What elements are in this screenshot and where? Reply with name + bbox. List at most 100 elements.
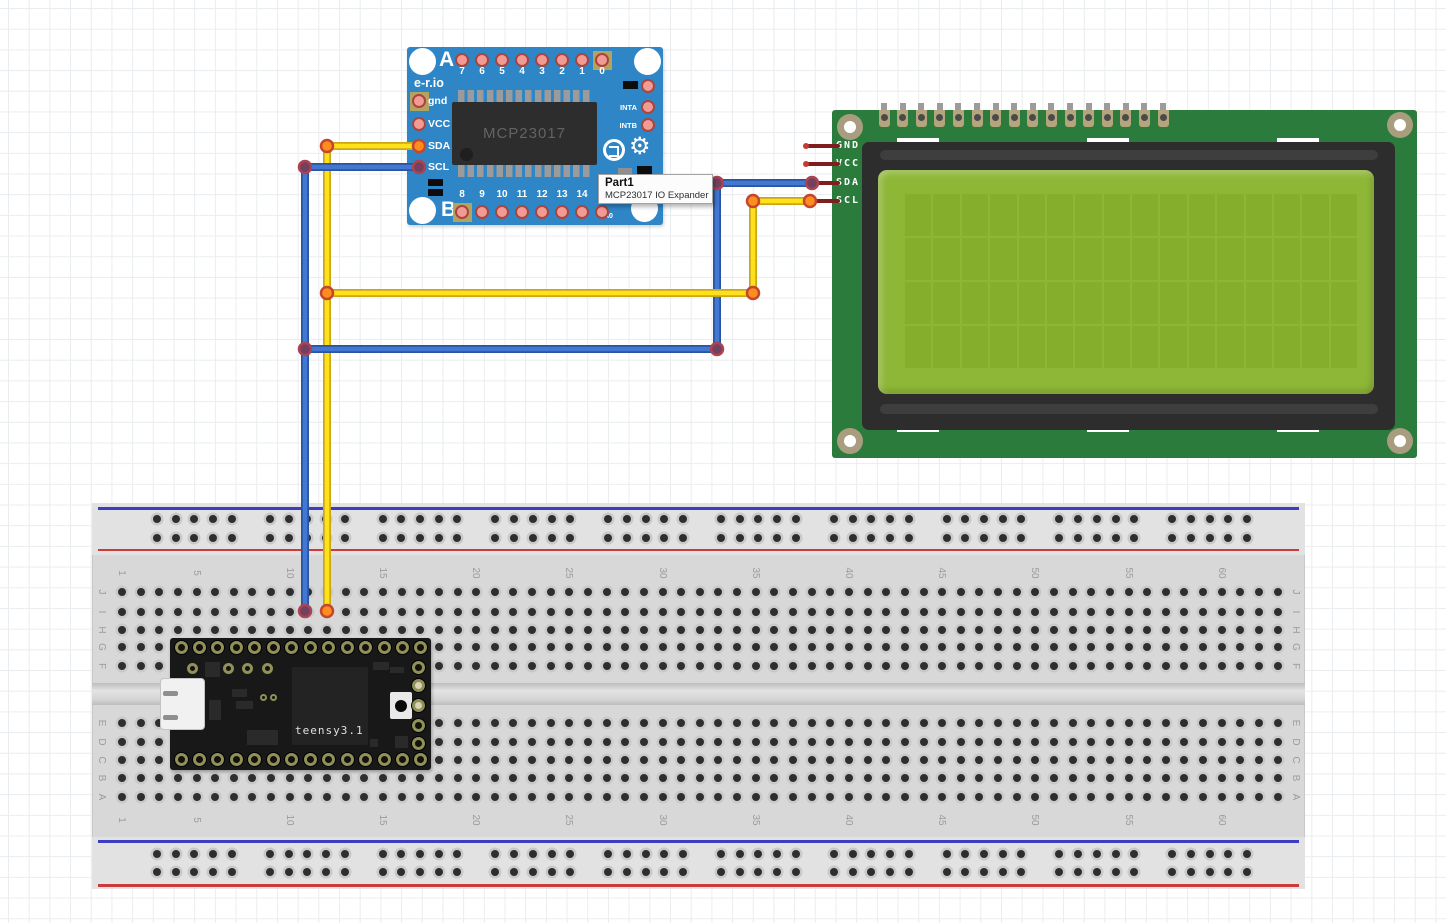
breadboard-hole[interactable] xyxy=(994,626,1003,634)
breadboard-hole[interactable] xyxy=(900,643,909,651)
breadboard-hole[interactable] xyxy=(323,626,332,634)
rail-hole[interactable] xyxy=(641,850,650,858)
breadboard-hole[interactable] xyxy=(1180,719,1189,727)
rail-hole[interactable] xyxy=(604,534,613,542)
breadboard-hole[interactable] xyxy=(472,756,481,764)
breadboard-hole[interactable] xyxy=(192,588,201,596)
breadboard-hole[interactable] xyxy=(900,756,909,764)
breadboard-hole[interactable] xyxy=(453,719,462,727)
breadboard-hole[interactable] xyxy=(602,719,611,727)
rail-hole[interactable] xyxy=(265,515,274,523)
rail-hole[interactable] xyxy=(791,534,800,542)
rail-hole[interactable] xyxy=(848,850,857,858)
breadboard-hole[interactable] xyxy=(323,793,332,801)
breadboard-hole[interactable] xyxy=(956,774,965,782)
mcp-pin-a3[interactable] xyxy=(535,53,549,67)
rail-hole[interactable] xyxy=(1074,515,1083,523)
rail-hole[interactable] xyxy=(1224,850,1233,858)
breadboard-hole[interactable] xyxy=(173,626,182,634)
rail-hole[interactable] xyxy=(416,534,424,542)
breadboard-hole[interactable] xyxy=(360,626,369,634)
breadboard-hole[interactable] xyxy=(1273,774,1282,782)
breadboard-hole[interactable] xyxy=(1273,719,1282,727)
breadboard-hole[interactable] xyxy=(1105,719,1114,727)
breadboard-hole[interactable] xyxy=(1031,608,1040,616)
mcp-pin-bx[interactable] xyxy=(595,205,609,219)
breadboard-hole[interactable] xyxy=(900,588,909,596)
breadboard-hole[interactable] xyxy=(1217,756,1226,764)
breadboard-hole[interactable] xyxy=(733,774,742,782)
breadboard-hole[interactable] xyxy=(584,774,592,782)
rail-hole[interactable] xyxy=(321,534,330,542)
rail-hole[interactable] xyxy=(998,868,1007,876)
breadboard-hole[interactable] xyxy=(751,608,760,616)
teensy-pin[interactable] xyxy=(285,752,299,766)
breadboard-hole[interactable] xyxy=(453,738,462,746)
rail-hole[interactable] xyxy=(340,850,349,858)
breadboard-hole[interactable] xyxy=(1180,738,1189,746)
breadboard-hole[interactable] xyxy=(136,793,145,801)
rail-hole[interactable] xyxy=(528,850,537,858)
teensy-pin[interactable] xyxy=(411,678,425,692)
breadboard-hole[interactable] xyxy=(714,756,723,764)
breadboard-hole[interactable] xyxy=(1050,719,1058,727)
rail-hole[interactable] xyxy=(528,868,537,876)
breadboard-hole[interactable] xyxy=(826,738,835,746)
breadboard-hole[interactable] xyxy=(1236,719,1245,727)
breadboard-hole[interactable] xyxy=(807,756,816,764)
breadboard-hole[interactable] xyxy=(1050,793,1058,801)
rail-hole[interactable] xyxy=(265,534,274,542)
rail-hole[interactable] xyxy=(190,868,199,876)
breadboard-hole[interactable] xyxy=(118,626,126,634)
breadboard-hole[interactable] xyxy=(1124,774,1133,782)
rail-hole[interactable] xyxy=(735,534,744,542)
breadboard-hole[interactable] xyxy=(770,738,779,746)
breadboard-hole[interactable] xyxy=(1105,588,1114,596)
teensy-pin[interactable] xyxy=(359,640,373,654)
breadboard-hole[interactable] xyxy=(994,756,1003,764)
teensy-pin[interactable] xyxy=(377,640,391,654)
rail-hole[interactable] xyxy=(1111,515,1120,523)
breadboard-hole[interactable] xyxy=(584,719,592,727)
breadboard-hole[interactable] xyxy=(919,608,928,616)
breadboard-hole[interactable] xyxy=(1255,756,1264,764)
breadboard-hole[interactable] xyxy=(1161,588,1170,596)
breadboard-hole[interactable] xyxy=(565,588,574,596)
breadboard-hole[interactable] xyxy=(434,662,443,670)
mcp-pin-a1[interactable] xyxy=(575,53,589,67)
breadboard-hole[interactable] xyxy=(490,626,499,634)
breadboard-hole[interactable] xyxy=(360,774,369,782)
breadboard-hole[interactable] xyxy=(751,756,760,764)
lcd-header-pin[interactable] xyxy=(1027,110,1039,127)
breadboard-hole[interactable] xyxy=(695,643,704,651)
breadboard-hole[interactable] xyxy=(882,643,891,651)
rail-hole[interactable] xyxy=(1243,515,1251,523)
breadboard-hole[interactable] xyxy=(136,738,145,746)
breadboard-hole[interactable] xyxy=(1068,774,1077,782)
mcp-pin-r0[interactable] xyxy=(641,79,655,93)
breadboard-hole[interactable] xyxy=(1105,756,1114,764)
breadboard-hole[interactable] xyxy=(770,643,779,651)
breadboard-hole[interactable] xyxy=(1012,588,1021,596)
breadboard-hole[interactable] xyxy=(751,719,760,727)
breadboard-hole[interactable] xyxy=(565,756,574,764)
breadboard-hole[interactable] xyxy=(770,774,779,782)
mcp-pin-b12[interactable] xyxy=(535,205,549,219)
breadboard-hole[interactable] xyxy=(900,608,909,616)
breadboard-hole[interactable] xyxy=(565,662,574,670)
breadboard-hole[interactable] xyxy=(509,588,518,596)
breadboard-hole[interactable] xyxy=(546,626,555,634)
breadboard-hole[interactable] xyxy=(844,738,853,746)
rail-hole[interactable] xyxy=(566,850,575,858)
breadboard-hole[interactable] xyxy=(1180,793,1189,801)
breadboard-hole[interactable] xyxy=(844,643,853,651)
breadboard-hole[interactable] xyxy=(789,662,798,670)
breadboard-hole[interactable] xyxy=(938,756,947,764)
breadboard-hole[interactable] xyxy=(826,793,835,801)
breadboard-hole[interactable] xyxy=(956,793,965,801)
rail-hole[interactable] xyxy=(1092,850,1101,858)
rail-hole[interactable] xyxy=(510,534,519,542)
rail-hole[interactable] xyxy=(453,534,462,542)
breadboard-hole[interactable] xyxy=(267,608,276,616)
rail-hole[interactable] xyxy=(885,515,894,523)
